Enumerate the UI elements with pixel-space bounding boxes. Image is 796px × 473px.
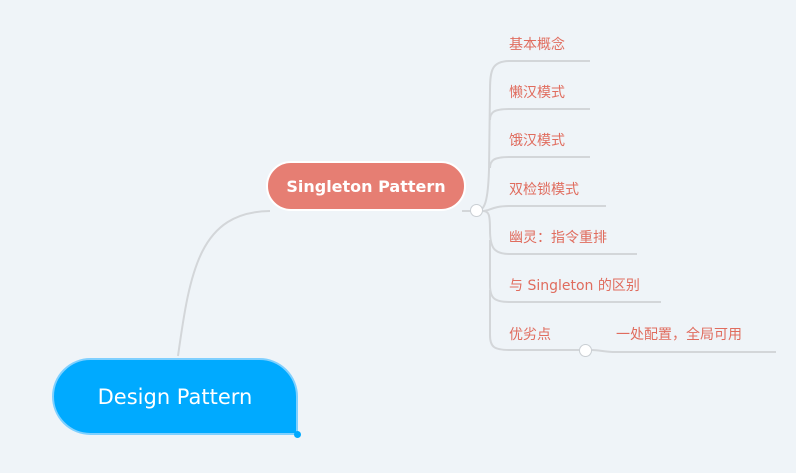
root-topic-label: Design Pattern [97, 384, 253, 409]
branch-0 [476, 60, 590, 212]
main-topic-singleton-pattern[interactable]: Singleton Pattern [266, 161, 466, 211]
subtopic-basic-concept[interactable]: 基本概念 [509, 37, 565, 53]
branch-detail [591, 349, 776, 353]
branch-1 [489, 108, 590, 121]
subtopic-singleton-difference[interactable]: 与 Singleton 的区别 [509, 278, 640, 294]
branch-2 [489, 156, 590, 169]
collapse-toggle-pros-cons[interactable] [579, 344, 592, 357]
branch-3 [482, 205, 606, 212]
subtopic-instruction-reorder[interactable]: 幽灵：指令重排 [509, 230, 607, 246]
main-topic-label: Singleton Pattern [286, 176, 446, 196]
subtopic-pros-cons[interactable]: 优劣点 [509, 327, 551, 343]
subtopic-eager-mode[interactable]: 饿汉模式 [509, 133, 565, 149]
root-resize-handle[interactable] [294, 431, 301, 438]
connector-root-main [177, 210, 271, 357]
detail-global-config[interactable]: 一处配置，全局可用 [616, 327, 742, 343]
subtopic-lazy-mode[interactable]: 懒汉模式 [509, 85, 565, 101]
branch-6 [489, 290, 579, 351]
branch-4 [482, 210, 637, 255]
subtopic-double-check-lock[interactable]: 双检锁模式 [509, 182, 579, 198]
root-topic-design-pattern[interactable]: Design Pattern [52, 358, 298, 435]
collapse-toggle-singleton[interactable] [470, 204, 483, 217]
branch-5 [489, 240, 661, 303]
